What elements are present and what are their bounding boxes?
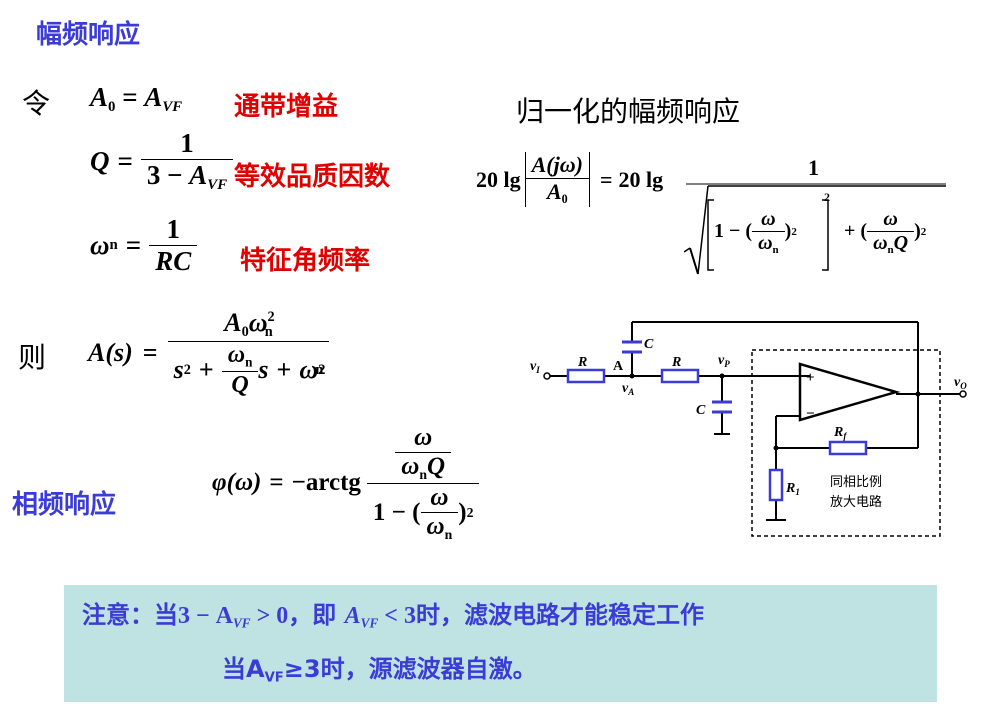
sqrt-denominator [684, 183, 946, 275]
label-vp: vP [718, 353, 730, 369]
label-quality-factor: 等效品质因数 [234, 162, 391, 192]
label-node-a: A [613, 359, 624, 374]
note-box: 注意：当3 − AVF > 0，即 AVF < 3时，滤波电路才能稳定工作 当A… [64, 585, 937, 702]
outer-square-exponent: 2 [824, 190, 830, 204]
eq-denominator-term2: + ( ω ωnQ )2 [844, 208, 927, 256]
label-characteristic-freq: 特征角频率 [240, 246, 371, 276]
note-line-1: 注意：当3 − AVF > 0，即 AVF < 3时，滤波电路才能稳定工作 [82, 601, 704, 631]
label-plus: + [806, 370, 815, 386]
label-va: vA [622, 381, 634, 397]
eq-normalized-magnitude: 20 lg A(jω) A0 = 20 lg [476, 152, 664, 208]
resistor-r1 [768, 468, 784, 502]
eq-passband-gain: A0 = AVF [90, 82, 183, 116]
heading-amplitude-response: 幅频响应 [36, 20, 141, 50]
heading-phase-response: 相频响应 [12, 490, 117, 520]
caption-amp-line1: 同相比例 [830, 474, 882, 489]
eq-phase-response: φ(ω)= −arctg ω ωnQ 1 − ( ω ωn )2 [212, 424, 480, 543]
note-line-2: 当AVF≥3时，源滤波器自激。 [222, 655, 537, 686]
label-rf: Rf [833, 425, 847, 441]
label-vo: vO [954, 375, 967, 391]
let-label: 令 [22, 87, 51, 120]
label-r-input: R [577, 355, 587, 370]
label-minus: − [806, 406, 815, 422]
heading-normalized-response: 归一化的幅频响应 [516, 95, 741, 128]
label-r1: R1 [785, 481, 800, 497]
label-c-bottom: C [696, 403, 706, 418]
eq-norm-numerator: 1 [808, 155, 819, 180]
eq-quality-factor: Q= 1 3 − AVF [90, 128, 234, 194]
resistor-r-input [566, 368, 606, 384]
label-r-second: R [671, 355, 681, 370]
then-label: 则 [18, 341, 47, 374]
label-c-top: C [644, 337, 654, 352]
label-vi: vI [530, 359, 540, 375]
label-passband-gain: 通带增益 [234, 92, 339, 122]
filter-circuit-diagram: vI R A C R vP vA C + − vO Rf R1 同相比例 放大电… [530, 321, 967, 537]
eq-denominator-term1: 1 − ( ω ωn )2 [714, 208, 797, 256]
caption-amp-line2: 放大电路 [830, 494, 882, 509]
resistor-r-second [660, 368, 700, 384]
resistor-rf [828, 440, 868, 456]
